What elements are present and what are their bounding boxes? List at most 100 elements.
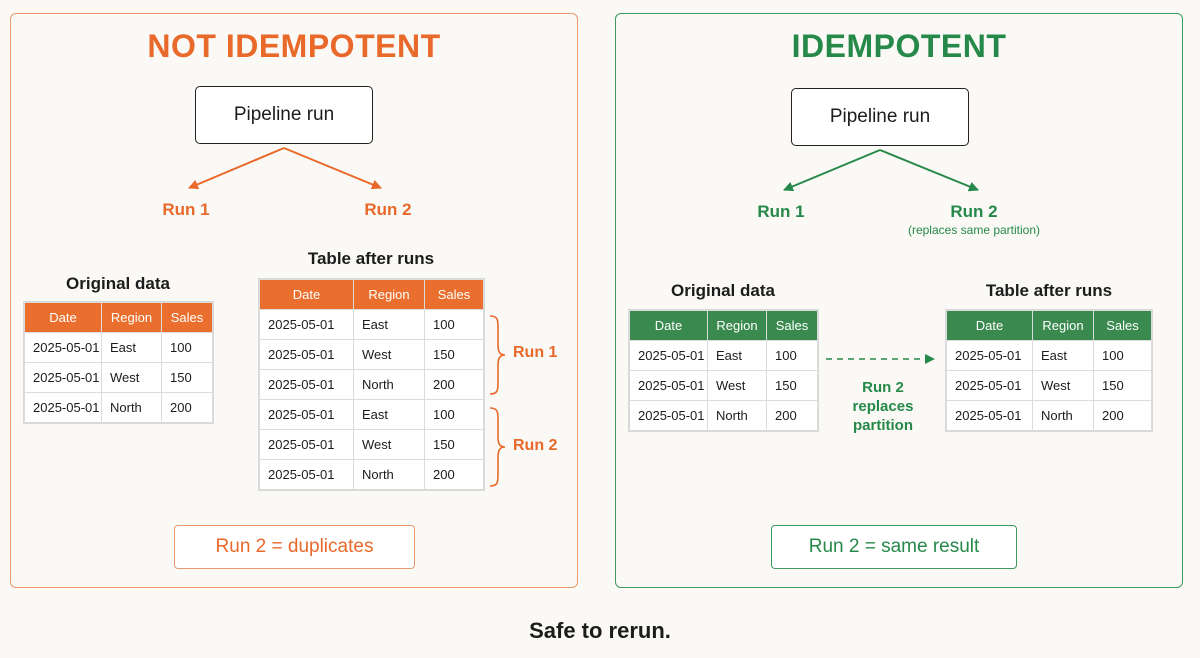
table-cell: East [101,332,162,363]
column-header: Date [629,310,708,341]
table-cell: East [1032,340,1094,371]
table-cell: West [353,429,425,460]
table-cell: North [707,400,767,431]
run1-label: Run 1 [757,202,805,221]
column-header: Sales [766,310,818,341]
run2-bracket [489,407,506,487]
table-cell: 2025-05-01 [629,340,708,371]
idempotent-panel: IDEMPOTENT Pipeline run Run 1 Run 2 (rep… [615,13,1183,588]
table-cell: North [353,369,425,400]
table-cell: 2025-05-01 [946,400,1033,431]
table-cell: North [353,459,425,490]
arrow-to-run2 [879,149,979,192]
table-cell: 2025-05-01 [259,369,354,400]
column-header: Date [259,279,354,310]
panel-title: NOT IDEMPOTENT [147,28,441,64]
column-header: Sales [1093,310,1152,341]
table-cell: 200 [424,459,484,490]
mid-note-replaces: replaces [852,398,914,415]
table-cell: 150 [424,429,484,460]
arrow-to-run2 [283,147,382,190]
original-data-title: Original data [671,281,775,300]
run2-label: Run 2 [950,202,998,221]
table-cell: 2025-05-01 [946,340,1033,371]
column-header: Region [101,302,162,333]
result-box: Run 2 = duplicates [174,525,415,569]
run2-label: Run 2 [364,200,412,219]
mid-note-run2: Run 2 [862,379,904,396]
run1-label: Run 1 [162,200,210,219]
column-header: Region [1032,310,1094,341]
table-cell: 100 [424,309,484,340]
table-cell: 150 [424,339,484,370]
table-cell: North [1032,400,1094,431]
table-cell: 2025-05-01 [24,332,102,363]
table-cell: 2025-05-01 [259,309,354,340]
arrow-to-run1 [783,149,881,192]
table-cell: West [707,370,767,401]
run1-bracket [489,315,506,395]
table-cell: 2025-05-01 [946,370,1033,401]
table-cell: 100 [424,399,484,430]
table-cell: East [353,399,425,430]
pipeline-run-box: Pipeline run [195,86,373,144]
result-box: Run 2 = same result [771,525,1017,569]
table-cell: 2025-05-01 [629,370,708,401]
table-after-runs-title: Table after runs [985,281,1113,300]
table-cell: East [707,340,767,371]
table-cell: 200 [424,369,484,400]
pipeline-run-box: Pipeline run [791,88,969,146]
table-cell: East [353,309,425,340]
table-cell: 2025-05-01 [629,400,708,431]
table-cell: 100 [1093,340,1152,371]
table-cell: 2025-05-01 [24,362,102,393]
panel-title: IDEMPOTENT [791,28,1007,64]
table-cell: North [101,392,162,423]
run2-bracket-label: Run 2 [513,437,558,454]
table-cell: 200 [766,400,818,431]
table-cell: 150 [1093,370,1152,401]
table-cell: 2025-05-01 [259,339,354,370]
column-header: Date [946,310,1033,341]
table-cell: 2025-05-01 [259,459,354,490]
table-cell: 2025-05-01 [259,429,354,460]
column-header: Region [707,310,767,341]
mid-note-partition: partition [853,417,913,434]
table-cell: West [353,339,425,370]
table-cell: West [101,362,162,393]
run2-note: (replaces same partition) [907,223,1041,237]
column-header: Region [353,279,425,310]
column-header: Sales [424,279,484,310]
table-cell: 200 [1093,400,1152,431]
table-cell: 2025-05-01 [259,399,354,430]
original-data-title: Original data [66,274,170,293]
table-cell: 150 [766,370,818,401]
arrow-to-run1 [188,147,285,190]
column-header: Date [24,302,102,333]
table-cell: 150 [161,362,213,393]
table-cell: 100 [766,340,818,371]
column-header: Sales [161,302,213,333]
table-after-runs-title: Table after runs [307,249,435,268]
